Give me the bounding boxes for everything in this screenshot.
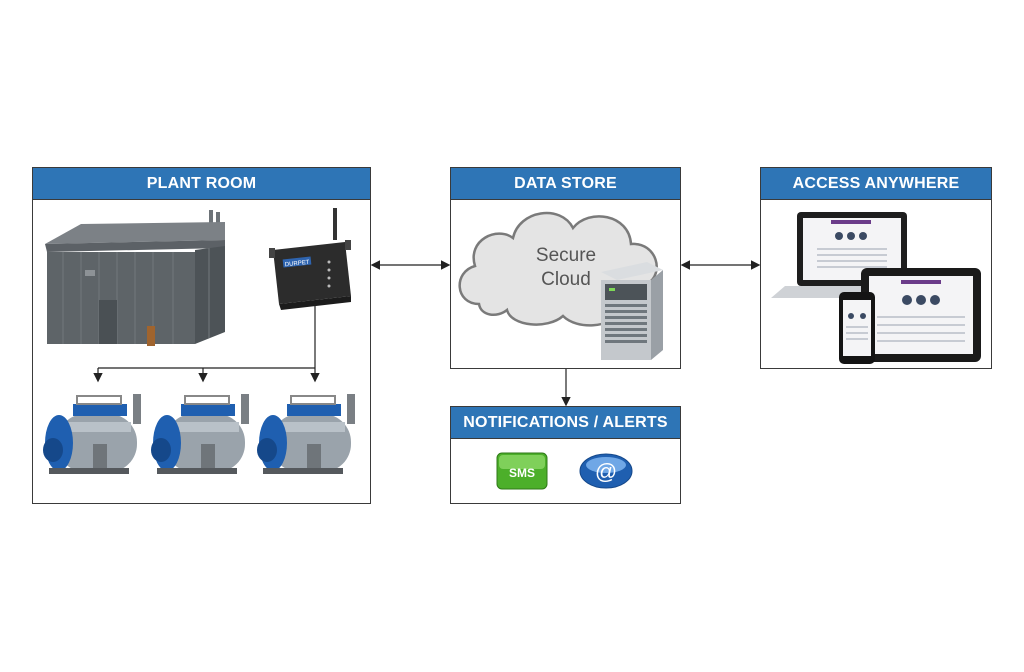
access-anywhere-panel: ACCESS ANYWHERE [760,167,992,369]
data-store-title: DATA STORE [451,168,680,200]
sms-icon: SMS [496,452,548,490]
device-brand-label: DURPET [285,260,310,269]
plant-room-title: PLANT ROOM [33,168,370,200]
alert-channels-illustration: SMS @ [496,452,633,490]
cloud-text-line2: Cloud [541,269,591,290]
plant-room-illustration: DURPET [43,208,355,474]
email-icon: @ [579,453,633,489]
plant-building-icon [45,210,225,346]
server-icon [601,262,663,360]
remote-monitoring-device-icon: DURPET [269,208,351,310]
access-anywhere-title: ACCESS ANYWHERE [761,168,991,200]
tablet-icon [861,268,981,362]
device-to-boiler-connectors [93,304,320,383]
email-at-symbol: @ [595,459,617,484]
devices-illustration [771,212,981,364]
plant-room-panel: PLANT ROOM DURPET [32,167,371,504]
notifications-alerts-panel: NOTIFICATIONS / ALERTS SMS @ [450,406,681,504]
sms-label: SMS [509,466,535,480]
boiler-2-icon [151,394,249,474]
boiler-3-icon [257,394,355,474]
cloud-server-illustration [458,211,663,360]
data-store-panel: DATA STORE Secure Cloud [450,167,681,369]
boiler-1-icon [43,394,141,474]
notifications-alerts-title: NOTIFICATIONS / ALERTS [451,407,680,439]
cloud-text-line1: Secure [535,245,597,266]
smartphone-icon [839,292,875,364]
